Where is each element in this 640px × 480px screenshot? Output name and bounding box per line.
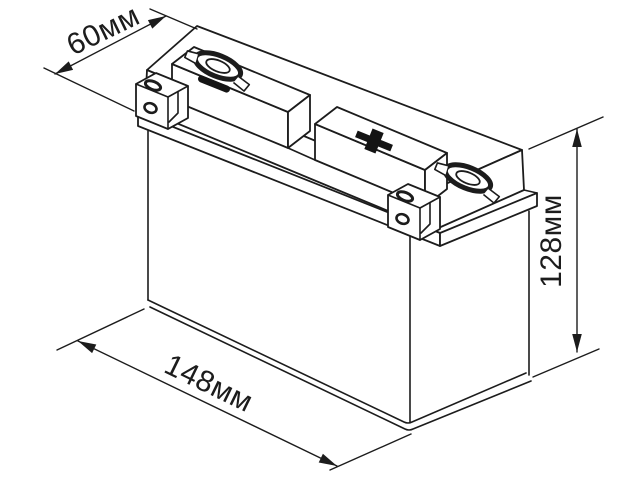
plus-terminal-marking bbox=[355, 128, 393, 154]
positive-terminal-housing bbox=[314, 106, 448, 207]
lid-channel-line bbox=[287, 147, 316, 161]
neg-housing-right-face bbox=[287, 94, 311, 149]
dimension-length: 148мм bbox=[56, 308, 412, 471]
length-dimension-line bbox=[77, 340, 338, 467]
length-arrow-left bbox=[78, 341, 97, 354]
depth-extension-line-left bbox=[43, 67, 135, 112]
height-dimension-label: 128мм bbox=[535, 194, 568, 288]
depth-arrow-right bbox=[147, 16, 166, 29]
height-extension-line-bottom bbox=[532, 348, 600, 378]
length-dimension-label: 148мм bbox=[159, 348, 258, 419]
battery-case bbox=[147, 130, 532, 431]
dimension-height: 128мм bbox=[528, 116, 604, 378]
case-bottom-inner-line bbox=[147, 299, 527, 424]
length-extension-line-right bbox=[329, 433, 412, 471]
height-arrow-bottom bbox=[572, 334, 582, 352]
length-extension-line-left bbox=[56, 308, 145, 351]
minus-terminal-marking bbox=[197, 75, 231, 93]
depth-arrow-left bbox=[55, 61, 74, 74]
depth-extension-line-right bbox=[149, 8, 198, 30]
depth-dimension-label: 60мм bbox=[62, 0, 145, 62]
case-bottom-outer-line bbox=[149, 306, 532, 431]
length-arrow-right bbox=[318, 453, 337, 466]
height-arrow-top bbox=[572, 129, 582, 147]
depth-dimension-line bbox=[54, 15, 167, 75]
lid-lip-right-face bbox=[439, 192, 538, 247]
height-extension-line-top bbox=[528, 116, 604, 150]
